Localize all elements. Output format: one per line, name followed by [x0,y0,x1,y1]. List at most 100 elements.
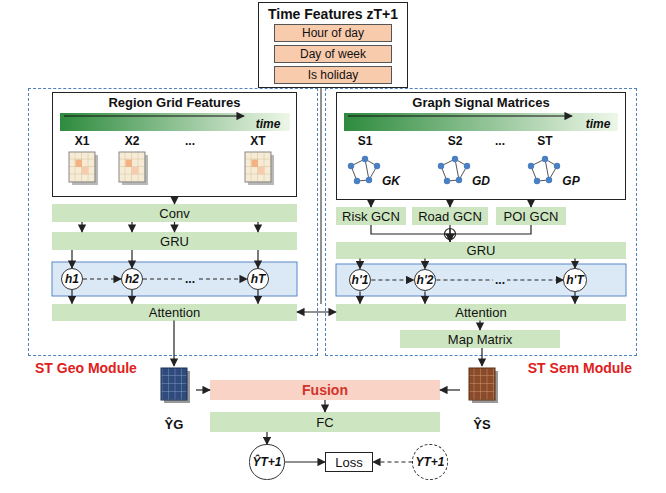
label-text: GK [382,174,400,188]
process-box: Road GCN [412,207,488,225]
connector-arrow [424,291,425,303]
node-text: Loss [335,455,362,470]
prediction-node: ŶT+1 [249,444,284,479]
label-text: S2 [448,134,463,148]
connector-arrow [436,279,563,280]
label-text: time [586,117,611,131]
hidden-state: h'1 [349,269,372,292]
node-text: Risk GCN [342,209,400,224]
node-text: POI GCN [504,209,559,224]
loss-box: Loss [325,452,373,472]
connector-arrow [574,292,575,304]
node-text: Road GCN [418,209,482,224]
node-text: h1 [65,272,79,286]
connector-arrow [479,321,480,331]
feature-box: Is holiday [274,66,392,84]
connector-arrow [449,200,450,207]
hidden-state: h2 [121,268,143,290]
time-features-box: Time Features zT+1Hour of dayDay of week… [258,2,408,88]
connector-arrow [71,250,72,268]
connector-arrow [174,222,175,232]
connector-arrow [359,291,360,303]
label-text: time [256,117,281,131]
connector-arrow [196,389,210,390]
label-text: GD [472,174,490,188]
connector-arrow [370,200,371,207]
node-text: ŶG [165,417,184,432]
connector-arrow [131,290,132,304]
process-box: Attention [336,304,626,321]
fusion-box: Fusion [210,380,440,400]
connector-arrow [530,200,531,207]
feature-box: Hour of day [274,24,392,42]
connector-arrow [174,197,175,204]
node-text: ST Geo Module [35,360,137,376]
flow-arrow [82,222,258,232]
process-box: FC [210,412,440,432]
node-text: h'1 [352,273,369,287]
connector-arrow [297,311,336,312]
grid-icon [69,152,274,185]
label-text: ... [185,134,195,148]
connector-arrow [131,250,132,268]
hidden-state: h'2 [414,269,437,292]
node-text: Attention [149,305,200,320]
divider-line [321,88,322,304]
connector-arrow [481,348,482,366]
node-text: Attention [455,305,506,320]
connector-arrow [371,279,413,280]
node-text: ŶT+1 [252,455,281,469]
node-text: hT [251,272,266,286]
label-text: XT [250,134,265,148]
node-text: Hour of day [302,26,364,40]
node-text: Is holiday [308,68,359,82]
process-box: Conv [52,204,297,222]
connector-arrow [440,389,460,390]
feature-box: Day of week [274,45,392,63]
hidden-state-band [52,262,297,296]
node-text: h'T [566,273,584,287]
node-text: YT+1 [415,455,444,469]
node-text: Map Matrix [448,332,512,347]
node-text: GRU [467,243,496,258]
process-box: GRU [336,242,626,259]
node-text: Region Grid Features [53,95,296,110]
node-text: Fusion [302,382,348,398]
label-text: ... [183,272,197,286]
node-text: h'2 [417,273,434,287]
node-text: FC [316,415,333,430]
time-bar [60,113,618,131]
node-text: Day of week [300,47,366,61]
connector-arrow [450,225,531,242]
node-text: ST Sem Module [528,360,632,376]
connector-arrow [143,278,247,279]
hidden-state: h1 [61,268,83,290]
process-box: Risk GCN [336,207,406,225]
connector-arrow [257,250,258,268]
connector-arrow [83,278,121,279]
process-box: Attention [52,304,297,321]
node-text: GRU [160,234,189,249]
connector-arrow [424,259,425,269]
connector-arrow [574,259,575,269]
hidden-state: hT [247,268,269,290]
connector-arrow [359,259,360,269]
process-box: Map Matrix [400,330,560,348]
connector-arrow [324,400,325,412]
node-text: Graph Signal Matrices [337,95,625,110]
connector-arrow [266,432,267,444]
label-text: X2 [125,134,140,148]
label-text: GP [562,174,579,188]
connector-arrow [373,461,412,462]
label-text: S1 [358,134,373,148]
connector-arrow [285,461,326,462]
label-text: ... [495,134,505,148]
node-text: h2 [125,272,139,286]
hidden-state: h'T [563,268,587,292]
connector-arrow [371,225,450,242]
connector-arrow [257,290,258,304]
process-box: GRU [52,232,297,250]
label-text: ST [537,134,552,148]
process-box: POI GCN [496,207,566,225]
node-text: Time Features zT+1 [259,6,407,22]
